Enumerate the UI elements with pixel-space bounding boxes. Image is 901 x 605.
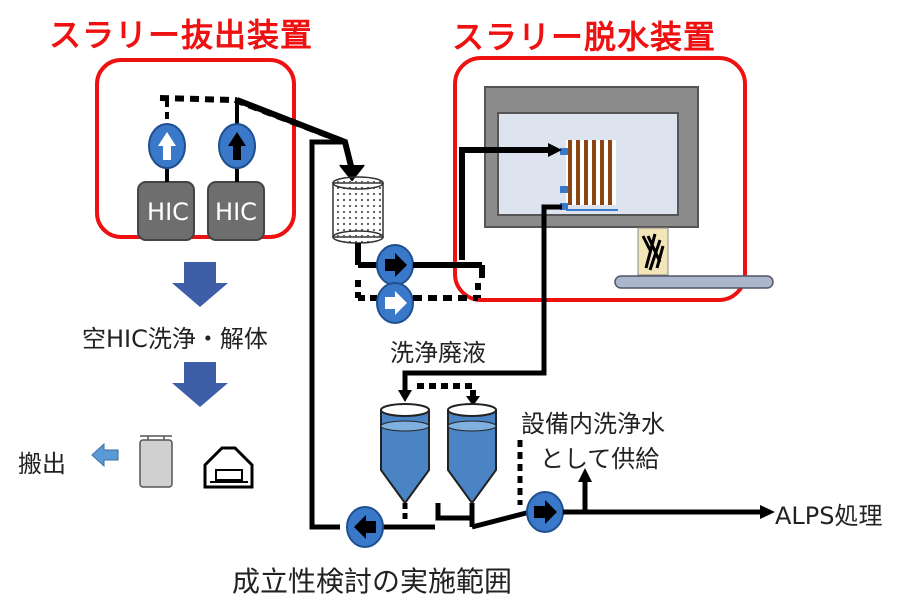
waste-bin-icon <box>203 446 254 489</box>
pump-up-right <box>218 123 256 169</box>
supply-label: として供給 <box>540 445 660 473</box>
return-line <box>309 139 345 530</box>
pump-up-left <box>148 123 186 169</box>
carry-out-label: 搬出 <box>18 450 66 478</box>
pump-right-solid <box>376 244 414 286</box>
cake-discharge <box>637 227 669 276</box>
carry-out-arrow <box>91 442 119 468</box>
dewatering-inlet-line <box>459 147 550 260</box>
wash-waste-line <box>402 204 562 392</box>
pump-right-hollow <box>376 282 414 324</box>
tank-left <box>380 403 430 505</box>
tank-right <box>447 403 497 505</box>
filter-vessel <box>332 176 384 244</box>
dewatering-device-title: スラリー脱水装置 <box>452 18 717 56</box>
wash-waste-label: 洗浄廃液 <box>390 339 486 367</box>
extraction-scope-box <box>95 58 296 239</box>
dismantled-container-icon <box>139 435 173 488</box>
dewatering-unit <box>484 86 699 228</box>
dewatering-scope-box <box>453 56 747 302</box>
process-arrow-down-2 <box>172 362 228 407</box>
empty-hic-wash-label: 空HIC洗浄・解体 <box>82 325 268 353</box>
process-arrow-down-1 <box>172 262 228 307</box>
extraction-device-title: スラリー抜出装置 <box>49 16 314 54</box>
scope-caption: 成立性検討の実施範囲 <box>232 565 513 598</box>
alps-treatment-label: ALPS処理 <box>775 502 883 530</box>
hic-label-right: HIC <box>215 198 257 226</box>
pump-right-bottom <box>526 491 564 533</box>
internal-wash-water-label: 設備内洗浄水 <box>521 410 665 438</box>
pump-left-bottom <box>346 506 384 548</box>
hic-label-left: HIC <box>147 198 189 226</box>
discharge-platform <box>614 275 774 289</box>
